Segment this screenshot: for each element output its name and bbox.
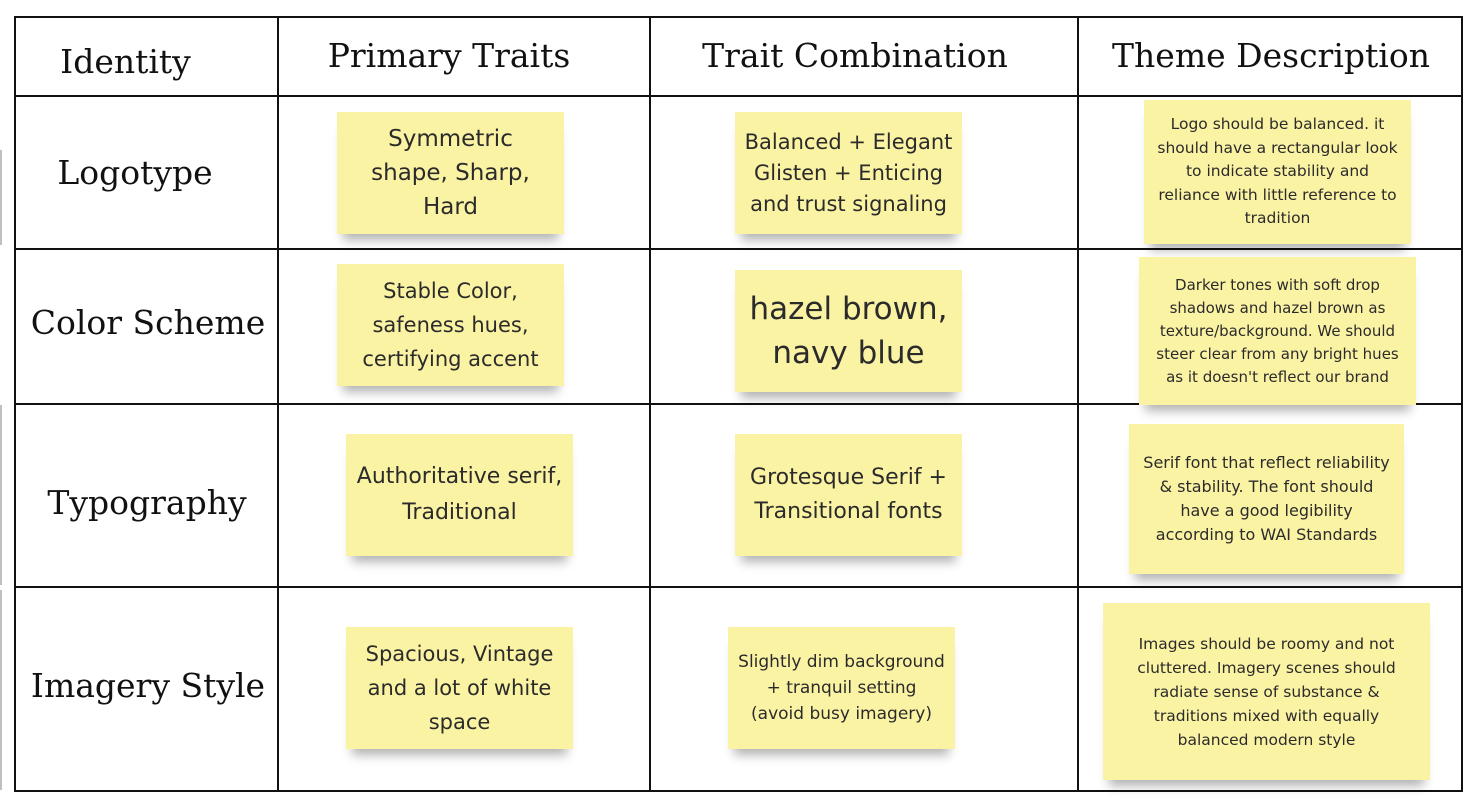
note-text: Slightly dim background + tranquil setti… [738,652,945,724]
row-label-typography: Typography [47,482,247,522]
note-text: Balanced + Elegant Glisten + Enticing an… [744,129,953,216]
note-text: Spacious, Vintage and a lot of white spa… [365,642,554,734]
row-divider [14,586,1463,588]
sticky-note-trait-combination[interactable]: Slightly dim background + tranquil setti… [728,627,955,749]
column-header-trait-combination: Trait Combination [702,35,1008,75]
column-divider [649,16,651,792]
sticky-note-primary-traits[interactable]: Stable Color, safeness hues, certifying … [337,264,564,386]
sticky-note-theme-description[interactable]: Logo should be balanced. it should have … [1144,100,1411,244]
sticky-note-trait-combination[interactable]: Grotesque Serif + Transitional fonts [735,434,962,556]
table-border-left [14,16,16,792]
column-header-primary-traits: Primary Traits [327,35,571,75]
note-text: Logo should be balanced. it should have … [1157,115,1398,228]
column-divider [1077,16,1079,792]
sticky-note-primary-traits[interactable]: Authoritative serif, Traditional [346,434,573,556]
note-text: Stable Color, safeness hues, certifying … [362,279,539,371]
column-divider [277,16,279,792]
header-divider [14,95,1463,97]
table-border-bottom [14,790,1463,792]
sticky-note-primary-traits[interactable]: Symmetric shape, Sharp, Hard [337,112,564,234]
row-divider [14,248,1463,250]
note-text: Symmetric shape, Sharp, Hard [371,126,530,220]
canvas-edge-mark [0,590,2,790]
canvas-edge-mark [0,405,2,585]
sticky-note-trait-combination[interactable]: hazel brown, navy blue [735,270,962,392]
note-text: Authoritative serif, Traditional [356,464,563,525]
row-divider [14,403,1463,405]
row-label-logotype: Logotype [57,152,213,192]
note-text: Grotesque Serif + Transitional fonts [750,465,947,524]
column-header-identity: Identity [60,41,191,81]
sticky-note-theme-description[interactable]: Darker tones with soft drop shadows and … [1139,257,1416,405]
table-border-right [1461,16,1463,792]
note-text: Images should be roomy and not cluttered… [1137,634,1396,749]
canvas-edge-mark [0,150,2,245]
note-text: hazel brown, navy blue [749,291,948,371]
row-label-imagery-style: Imagery Style [30,665,266,705]
sticky-note-theme-description[interactable]: Serif font that reflect reliability & st… [1129,424,1404,574]
sticky-note-primary-traits[interactable]: Spacious, Vintage and a lot of white spa… [346,627,573,749]
sticky-note-theme-description[interactable]: Images should be roomy and not cluttered… [1103,603,1430,780]
note-text: Darker tones with soft drop shadows and … [1156,275,1399,386]
note-text: Serif font that reflect reliability & st… [1143,453,1390,544]
column-header-theme-description: Theme Description [1112,35,1430,75]
table-border-top [14,16,1463,18]
row-label-color-scheme: Color Scheme [30,302,266,342]
sticky-note-trait-combination[interactable]: Balanced + Elegant Glisten + Enticing an… [735,112,962,234]
